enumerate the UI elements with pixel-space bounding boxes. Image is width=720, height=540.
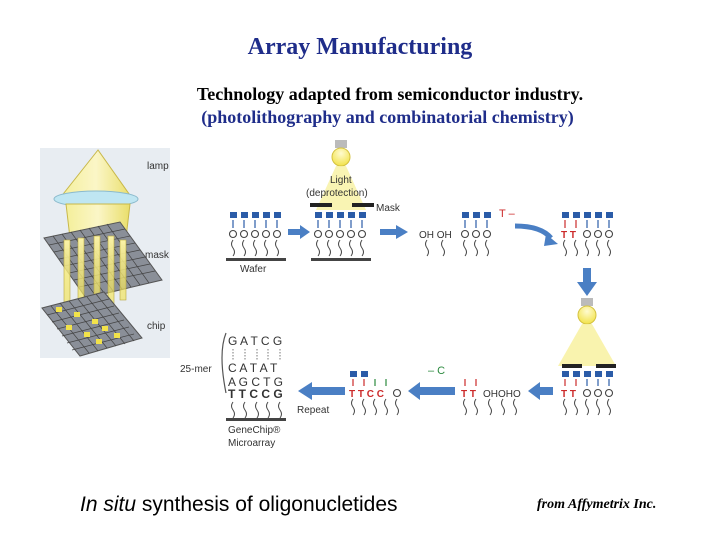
mer-label: 25-mer — [180, 364, 212, 375]
repeat-label: Repeat — [297, 405, 329, 416]
arrow-step-4 — [577, 268, 597, 296]
arrow-step-2 — [380, 225, 408, 239]
oh-group-1: OH OH — [419, 230, 452, 241]
synthesis-row-bottom: T T T T OHOHO – C T T C C — [180, 332, 614, 449]
light-label: Light — [330, 175, 352, 186]
chip-label: chip — [147, 321, 166, 332]
deprotected-stage: OH OH — [419, 212, 492, 257]
arrow-step-1 — [288, 225, 310, 239]
mask-bar-top: Mask — [310, 203, 401, 214]
apparatus-illustration: lamp mask chip — [40, 148, 170, 358]
t-masked-stage: T T — [561, 371, 614, 416]
caption-italic: In situ — [80, 493, 137, 516]
arrow-step-5 — [528, 382, 553, 400]
repeat-arrow — [298, 382, 345, 400]
sequence-row-2: C A T A T — [228, 361, 278, 375]
synthesis-row-top: Wafer OH OH T – — [226, 208, 614, 296]
light-source-top: Light (deprotection) — [306, 140, 368, 210]
lamp-label: lamp — [147, 161, 169, 172]
wafer-label: Wafer — [240, 264, 267, 275]
subtitle-line-1: Technology adapted from semiconductor in… — [196, 84, 584, 104]
t-coupled-stage: T T — [561, 212, 614, 257]
light-source-bottom — [558, 298, 616, 368]
t-bases-1: T T — [561, 230, 576, 241]
mask-label: mask — [145, 250, 170, 261]
t-bases-2: T T — [461, 389, 476, 400]
caption-text: synthesis of oligonucletides — [136, 493, 398, 516]
wafer-stage-1: Wafer — [226, 212, 286, 275]
mask-step-label: Mask — [376, 203, 401, 214]
c-coupled-stage: T T C C — [349, 371, 402, 416]
deprotected-stage-2: T T OHOHO — [461, 379, 521, 416]
c-reagent-label: – C — [428, 365, 445, 377]
sequence-row-4: T T C C G — [228, 387, 283, 401]
subtitle-line-2: (photolithography and combinatorial chem… — [201, 107, 574, 127]
sequence-row-3: A G C T G — [228, 375, 283, 389]
wafer-stage-2 — [311, 212, 371, 261]
arrow-step-3 — [514, 223, 553, 240]
t-bases-3: T T — [561, 389, 576, 400]
t-reagent-label: T – — [499, 208, 516, 220]
arrow-step-6 — [408, 382, 455, 400]
caption: In situ synthesis of oligonucletides — [80, 493, 398, 517]
sequence-row-1: G A T C G — [228, 334, 282, 348]
deprotection-label: (deprotection) — [306, 188, 368, 199]
slide-title: Array Manufacturing — [247, 34, 473, 60]
credit-line: from Affymetrix Inc. — [537, 497, 657, 512]
final-25mer: 25-mer G A T C G C A T A T A G C T G T T… — [180, 332, 286, 449]
light-beams — [63, 235, 127, 313]
genechip-label: GeneChip® — [228, 425, 281, 436]
chip-grid — [41, 291, 143, 357]
oh-group-2: OHOHO — [483, 389, 521, 400]
tc-bases: T T C C — [349, 389, 384, 400]
microarray-label: Microarray — [228, 438, 275, 449]
